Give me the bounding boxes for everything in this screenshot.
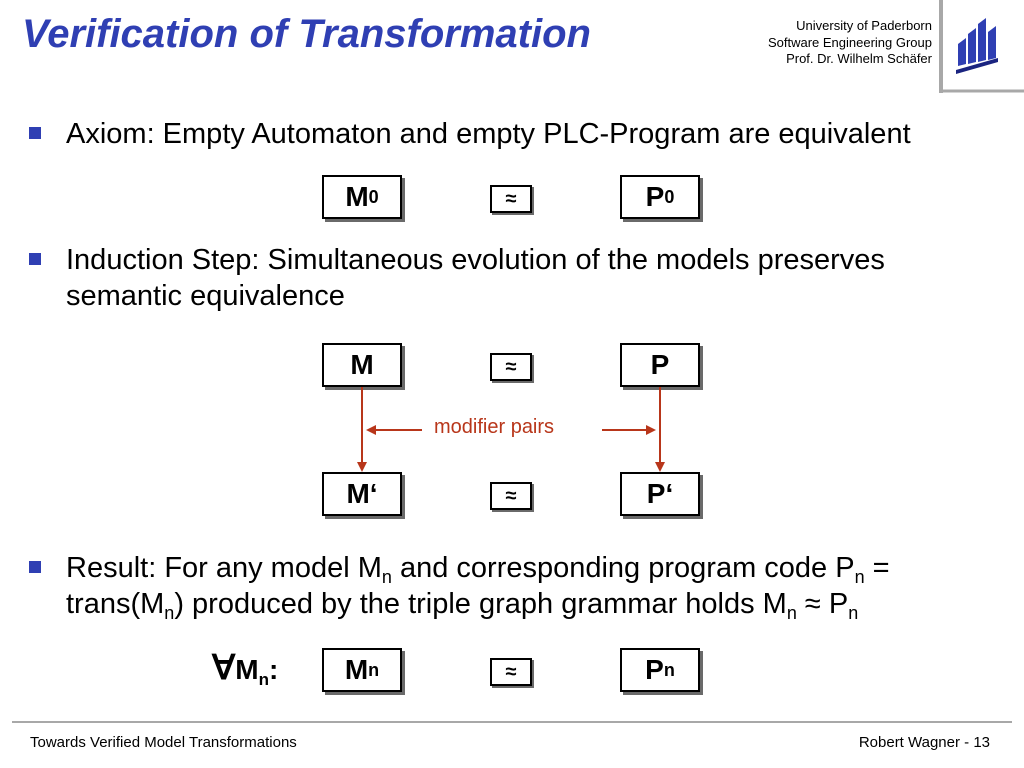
equivalence-symbol: ≈ <box>490 353 532 381</box>
forall-var-label: M <box>235 654 259 685</box>
result-text: ) produced by the triple graph grammar h… <box>174 588 787 620</box>
bullet-result: Result: For any model Mn and correspondi… <box>66 550 986 622</box>
box-mn-label: M <box>344 654 369 685</box>
box-p-prime: P‘ <box>620 472 700 516</box>
equivalence-symbol: ≈ <box>490 658 532 686</box>
footer-presentation-title: Towards Verified Model Transformations <box>30 734 297 751</box>
bullet-marker <box>29 253 41 265</box>
modifier-pairs-label: modifier pairs <box>434 416 555 438</box>
affiliation-university: University of Paderborn <box>796 18 932 33</box>
result-text: ≈ P <box>796 588 849 620</box>
bullet-marker <box>29 127 41 139</box>
university-logo-icon <box>954 18 1000 74</box>
slide-title: Verification of Transformation <box>22 12 591 56</box>
forall-var: Mn: <box>235 654 279 688</box>
affiliation-group: Software Engineering Group <box>767 34 932 50</box>
subscript: n <box>164 603 175 623</box>
result-text: = trans(M <box>66 552 890 620</box>
header-divider-vertical <box>939 0 943 93</box>
subscript: n <box>786 603 797 623</box>
forall-quantifier: ∀Mn: <box>212 648 278 688</box>
box-m0-label: M <box>345 181 369 212</box>
bullet-axiom: Axiom: Empty Automaton and empty PLC-Pro… <box>66 118 911 150</box>
equivalence-symbol: ≈ <box>490 482 532 510</box>
forall-colon: : <box>268 654 279 685</box>
subscript: n <box>381 567 392 587</box>
box-m: M <box>322 343 402 387</box>
footer-author-page: Robert Wagner - 13 <box>858 734 990 751</box>
box-m-prime: M‘ <box>322 472 402 516</box>
box-p0-label: P <box>645 181 665 212</box>
affiliation-professor: Prof. Dr. Wilhelm Schäfer <box>786 51 932 66</box>
box-p: P <box>620 343 700 387</box>
box-mn-sub: n <box>368 659 380 680</box>
affiliation: University of Paderborn Software Enginee… <box>768 18 932 68</box>
box-m0-sub: 0 <box>368 186 379 207</box>
result-text: Result: For any model M <box>66 552 382 584</box>
bullet-marker <box>29 561 41 573</box>
subscript: n <box>854 567 865 587</box>
box-p0-sub: 0 <box>664 186 675 207</box>
box-pn-label: P <box>645 654 664 685</box>
forall-var-sub: n <box>258 670 269 689</box>
bullet-induction: Induction Step: Simultaneous evolution o… <box>66 244 885 312</box>
subscript: n <box>848 603 859 623</box>
box-pn-sub: n <box>663 659 675 680</box>
result-text: and corresponding program code P <box>391 552 855 584</box>
forall-symbol: ∀ <box>212 649 236 687</box>
footer-divider <box>12 721 1012 723</box>
equivalence-symbol: ≈ <box>490 185 532 213</box>
